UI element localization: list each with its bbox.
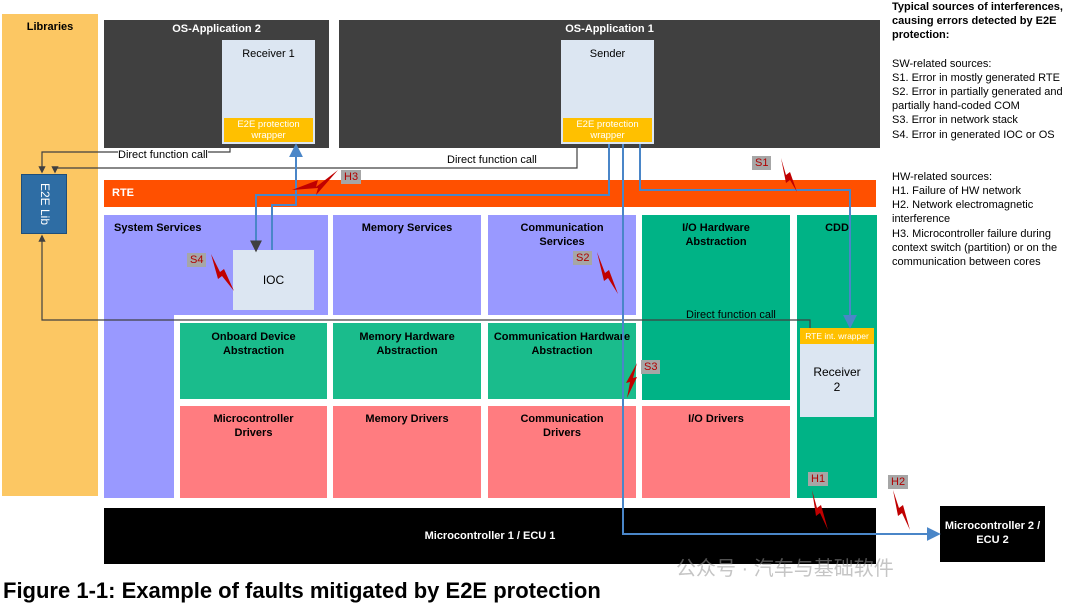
direct-call-lines: [38, 144, 811, 328]
onboard-device-abstraction-label: Onboard Device Abstraction: [211, 331, 296, 357]
communication-hardware-abstraction: Communication Hardware Abstraction: [488, 323, 636, 399]
ioc-box[interactable]: IOC: [233, 250, 314, 310]
direct-call-label-3: Direct function call: [686, 309, 776, 321]
os-application-1-title: OS-Application 1: [565, 23, 654, 35]
data-flow-lines: [250, 143, 941, 541]
fault-tag-s2: S2: [573, 251, 593, 265]
libraries-title: Libraries: [26, 21, 74, 33]
memory-services-label: Memory Services: [361, 222, 453, 234]
fault-tag-h2: H2: [888, 475, 909, 489]
bolt-h2: [893, 490, 910, 530]
ioc-to-receiver1-line: [271, 143, 303, 250]
microcontroller-drivers-label: Microcontroller Drivers: [213, 413, 294, 439]
communication-services: Communication Services: [488, 215, 636, 315]
legend-sw-item: S4. Error in generated IOC or OS: [892, 128, 1055, 141]
bolt-s4: [211, 254, 234, 291]
fault-tag-h3: H3: [341, 170, 362, 184]
rte-bar: RTE: [104, 180, 876, 207]
os-application-2-title: OS-Application 2: [172, 23, 261, 35]
io-drivers-label: I/O Drivers: [688, 413, 744, 425]
fault-tag-s3: S3: [641, 360, 661, 374]
legend-hw-item: H2. Network electromagnetic interference: [892, 199, 1034, 226]
legend-sw-item: S3. Error in network stack: [892, 114, 1018, 127]
receiver-2-label: Receiver 2: [813, 365, 861, 394]
bolt-h1: [812, 490, 828, 530]
sender-to-ioc-line: [250, 144, 610, 253]
communication-services-label: Communication Services: [520, 222, 604, 248]
onboard-device-abstraction: Onboard Device Abstraction: [180, 323, 327, 399]
bolt-h3: [292, 170, 338, 195]
sender-e2e-wrapper: E2E protection wrapper: [563, 118, 652, 142]
fault-tag-h1: H1: [808, 472, 829, 486]
io-hardware-abstraction-label: I/O Hardware Abstraction: [682, 222, 750, 248]
sender-to-mcu2-line: [622, 144, 941, 541]
memory-hardware-abstraction: Memory Hardware Abstraction: [333, 323, 481, 399]
legend-hw-item: H3. Microcontroller failure during conte…: [892, 227, 1058, 269]
system-services-label: System Services: [114, 222, 202, 234]
sender-to-cdd-line: [639, 144, 857, 329]
fault-bolts: [211, 158, 910, 530]
legend-title: Typical sources of interferences, causin…: [892, 1, 1063, 42]
libraries-block: Libraries: [2, 14, 98, 496]
memory-drivers: Memory Drivers: [333, 406, 481, 498]
communication-hardware-abstraction-label: Communication Hardware Abstraction: [493, 331, 631, 357]
rte-int-wrapper: RTE int. wrapper: [800, 328, 874, 344]
ioc-label: IOC: [262, 273, 285, 287]
legend-hw-item: H1. Failure of HW network: [892, 185, 1021, 198]
legend-sw-item: S1. Error in mostly generated RTE: [892, 71, 1060, 84]
cdd-label: CDD: [825, 222, 849, 234]
direct-call-label-1: Direct function call: [118, 149, 208, 161]
communication-drivers-label: Communication Drivers: [520, 413, 604, 439]
legend-sw-item: S2. Error in partially generated and par…: [892, 86, 1063, 113]
system-services-column: [104, 315, 174, 498]
microcontroller-2-label: Microcontroller 2 / ECU 2: [944, 520, 1041, 546]
figure-caption: Figure 1-1: Example of faults mitigated …: [3, 578, 601, 603]
e2e-lib-box[interactable]: E2E Lib: [21, 174, 67, 234]
receiver-2-box[interactable]: Receiver 2: [800, 344, 874, 417]
direct-call-line-sender: [51, 144, 578, 174]
microcontroller-drivers: Microcontroller Drivers: [180, 406, 327, 498]
microcontroller-2-box: Microcontroller 2 / ECU 2: [940, 506, 1045, 562]
direct-call-label-2: Direct function call: [447, 154, 537, 166]
sender-label: Sender: [589, 48, 626, 60]
legend-hw-title: HW-related sources:: [892, 170, 993, 183]
memory-services: Memory Services: [333, 215, 481, 315]
io-hardware-abstraction: I/O Hardware Abstraction: [642, 215, 790, 400]
receiver-1-label: Receiver 1: [242, 48, 295, 60]
receiver-1-box[interactable]: Receiver 1 E2E protection wrapper: [222, 40, 315, 144]
bolt-s1: [781, 158, 797, 192]
watermark: 公众号 · 汽车与基础软件: [676, 558, 894, 580]
memory-drivers-label: Memory Drivers: [365, 413, 449, 425]
communication-drivers: Communication Drivers: [488, 406, 636, 498]
microcontroller-1-bar: Microcontroller 1 / ECU 1: [104, 508, 876, 564]
rte-label: RTE: [112, 187, 134, 199]
bolt-s2: [597, 252, 618, 294]
fault-tag-s4: S4: [187, 253, 207, 267]
microcontroller-1-label: Microcontroller 1 / ECU 1: [424, 530, 556, 542]
direct-call-line-cdd: [38, 234, 811, 328]
legend-sw-title: SW-related sources:: [892, 57, 992, 70]
fault-tag-s1: S1: [752, 156, 772, 170]
bolt-s3: [626, 363, 637, 398]
io-drivers: I/O Drivers: [642, 406, 790, 498]
sender-box[interactable]: Sender E2E protection wrapper: [561, 40, 654, 144]
memory-hardware-abstraction-label: Memory Hardware Abstraction: [359, 331, 455, 357]
receiver-1-e2e-wrapper: E2E protection wrapper: [224, 118, 313, 142]
legend-panel: Typical sources of interferences, causin…: [892, 0, 1078, 269]
